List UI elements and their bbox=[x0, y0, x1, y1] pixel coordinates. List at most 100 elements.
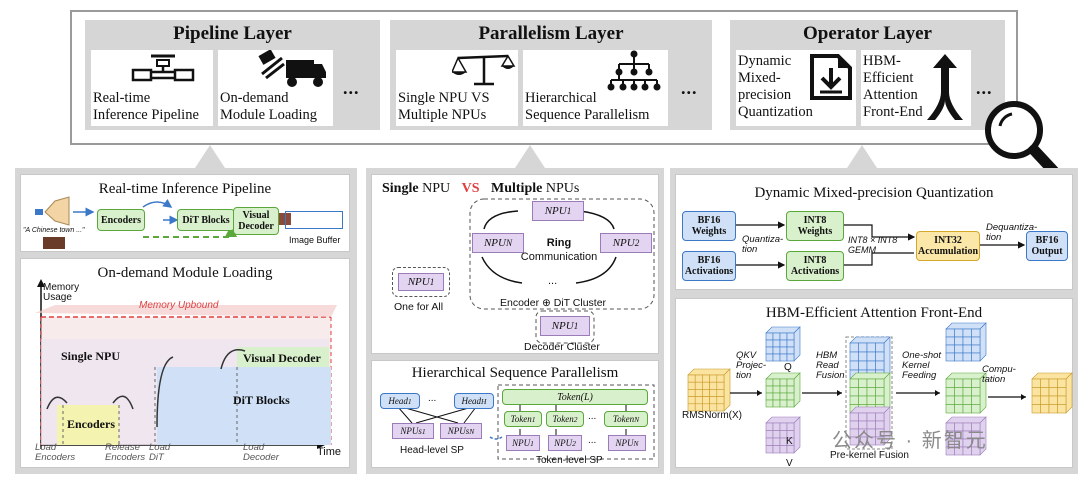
rtip-prompt: "A Chinese town ..." bbox=[23, 227, 85, 234]
hbm-v-label: V bbox=[786, 458, 793, 469]
v-cube bbox=[765, 416, 801, 454]
dmq-int8-weights: INT8 Weights bbox=[786, 211, 844, 241]
dmq-panel: Dynamic Mixed-precision Quantization BF1… bbox=[675, 174, 1073, 290]
hbm-read-fusion-label: HBM Read Fusion bbox=[816, 350, 845, 381]
parallelism-layer: Parallelism Layer Single NPU VS Multiple… bbox=[390, 20, 712, 130]
hsp-diagram bbox=[397, 384, 655, 460]
watermark: 公众号 · 新智元 bbox=[832, 430, 988, 452]
npu-decoder-cluster-label: Decoder Cluster bbox=[524, 341, 600, 353]
k-cube bbox=[765, 372, 801, 408]
hsp-token-dots: ... bbox=[588, 411, 597, 422]
hbm-diagram bbox=[687, 322, 1073, 456]
dmq-dequant-label: Dequantiza- tion bbox=[986, 222, 1038, 243]
out-q-cube bbox=[945, 322, 987, 362]
out-k-cube bbox=[945, 372, 987, 414]
pipeline-card-ondemand-label: On-demand Module Loading bbox=[220, 90, 318, 123]
hbm-panel: HBM-Efficient Attention Front-End RMSNor… bbox=[675, 298, 1073, 469]
dmq-quant-label: Quantiza- tion bbox=[742, 234, 784, 255]
rtip-image-buffer-box bbox=[285, 211, 343, 229]
dmq-int32-accumulation: INT32 Accumulation bbox=[916, 231, 980, 261]
hsp-npu-dots: ... bbox=[588, 435, 597, 446]
operator-card-dmq-label: Dynamic Mixed- precision Quantization bbox=[738, 53, 813, 120]
operator-layer: Operator Layer Dynamic Mixed- precision … bbox=[730, 20, 1005, 130]
npu-cluster-label: Encoder ⊕ DiT Cluster bbox=[500, 297, 607, 309]
q-cube bbox=[765, 326, 801, 362]
merge-arrow-icon bbox=[927, 54, 963, 120]
pipeline-more: ... bbox=[343, 78, 360, 98]
magnifying-glass-icon bbox=[985, 101, 1068, 186]
odml-upbound: Memory Upbound bbox=[139, 300, 219, 311]
dmq-bf16-output: BF16 Output bbox=[1026, 231, 1068, 261]
odml-panel: On-demand Module Loading Memory Usage Ti… bbox=[20, 258, 350, 468]
dmq-bf16-activations: BF16 Activations bbox=[682, 251, 736, 281]
parallelism-more: ... bbox=[681, 78, 698, 98]
hbm-title: HBM-Efficient Attention Front-End bbox=[765, 305, 983, 321]
npu-panel-title: Single NPU VS Multiple NPUs bbox=[382, 181, 580, 196]
rtip-panel: Real-time Inference Pipeline "A Chinese … bbox=[20, 174, 350, 252]
parallelism-card-npu: Single NPU VS Multiple NPUs bbox=[396, 50, 518, 126]
dmq-gemm-label: INT8 × INT8 GEMM bbox=[848, 235, 898, 255]
npu-single-frame bbox=[392, 267, 450, 297]
out-v-cube bbox=[945, 416, 987, 456]
hbm-computation-label: Compu- tation bbox=[982, 364, 1016, 385]
npu-ring-label: Ring bbox=[546, 237, 572, 249]
rtip-visual-decoder: Visual Decoder bbox=[233, 207, 279, 235]
operator-card-dmq: Dynamic Mixed- precision Quantization bbox=[736, 50, 856, 126]
npu-communication-label: Communication bbox=[520, 251, 598, 263]
dmq-bf16-weights: BF16 Weights bbox=[682, 211, 736, 241]
odml-event-load-decoder: Load Decoder bbox=[243, 442, 279, 463]
odml-event-release-encoders: Release Encoders bbox=[105, 442, 146, 463]
pipeline-card-ondemand: On-demand Module Loading bbox=[218, 50, 333, 126]
result-cube bbox=[1031, 372, 1073, 414]
odml-dit-blocks: DiT Blocks bbox=[233, 393, 290, 407]
odml-single-npu: Single NPU bbox=[61, 349, 121, 363]
pipe-icon bbox=[131, 54, 195, 82]
pipeline-layer: Pipeline Layer Real-time Inference Pipel… bbox=[85, 20, 380, 130]
operator-layer-title: Operator Layer bbox=[803, 23, 932, 44]
odml-ylabel: Memory Usage bbox=[43, 282, 80, 303]
dmq-diagram bbox=[736, 221, 1026, 269]
hsp-head-dots: ... bbox=[428, 393, 437, 404]
dmq-title: Dynamic Mixed-precision Quantization bbox=[754, 185, 994, 201]
odml-title: On-demand Module Loading bbox=[97, 265, 273, 281]
odml-event-load-dit: Load DiT bbox=[149, 442, 171, 463]
pipeline-layer-title: Pipeline Layer bbox=[173, 23, 292, 44]
operator-card-hbm: HBM- Efficient Attention Front-End bbox=[861, 50, 971, 126]
hbm-qkv-label: QKV Projec- tion bbox=[736, 350, 767, 381]
balance-scale-icon bbox=[452, 54, 516, 86]
npu-ring-ellipsis: ... bbox=[548, 275, 558, 287]
hbm-k-label: K bbox=[786, 436, 793, 447]
odml-encoders: Encoders bbox=[67, 417, 115, 431]
parallelism-card-hsp: Hierarchical Sequence Parallelism bbox=[523, 50, 668, 126]
hbm-q-label: Q bbox=[784, 362, 792, 373]
pipeline-card-realtime: Real-time Inference Pipeline bbox=[91, 50, 213, 126]
hbm-prekernel-label: Pre-kernel Fusion bbox=[830, 450, 909, 461]
dmq-int8-activations: INT8 Activations bbox=[786, 251, 844, 281]
rtip-encoders: Encoders bbox=[97, 209, 145, 231]
parallelism-layer-title: Parallelism Layer bbox=[478, 23, 624, 44]
rmsnorm-cube bbox=[687, 368, 731, 412]
rtip-dit-blocks: DiT Blocks bbox=[177, 209, 235, 231]
hsp-token-l: Token(L) bbox=[502, 389, 648, 405]
hsp-head-level-label: Head-level SP bbox=[400, 445, 464, 456]
odml-chart bbox=[35, 279, 337, 449]
hsp-title: Hierarchical Sequence Parallelism bbox=[411, 365, 619, 381]
rtip-title: Real-time Inference Pipeline bbox=[98, 181, 272, 197]
odml-visual-decoder: Visual Decoder bbox=[243, 351, 321, 365]
hbm-rmsnorm: RMSNorm(X) bbox=[682, 410, 742, 421]
fused-v-cube bbox=[849, 406, 891, 446]
operator-card-hbm-label: HBM- Efficient Attention Front-End bbox=[863, 53, 923, 120]
